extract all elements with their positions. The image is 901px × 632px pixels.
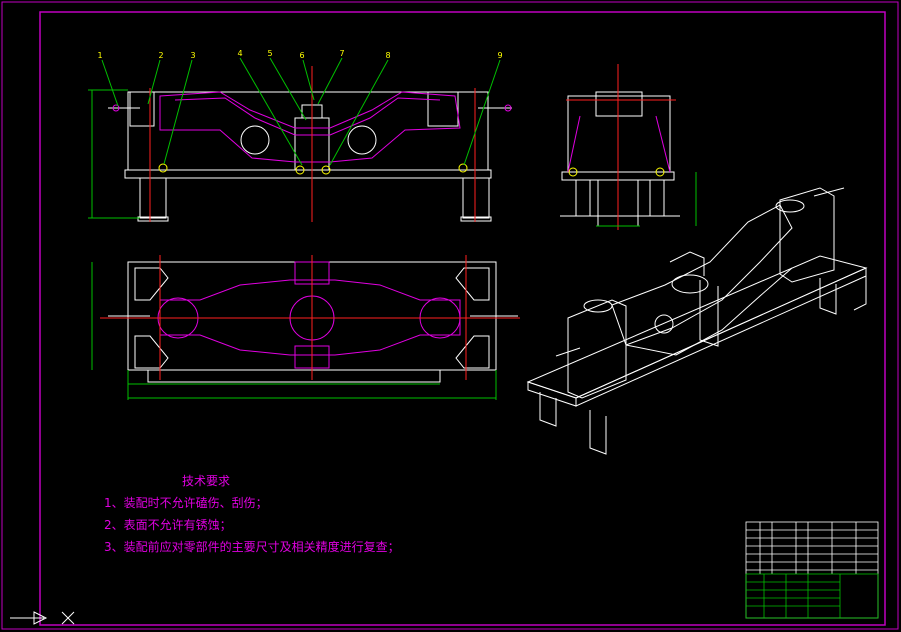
requirement-item-2: 2、表面不允许有锈蚀； bbox=[104, 518, 232, 532]
title-block bbox=[745, 521, 879, 619]
callout-leaders bbox=[101, 57, 501, 166]
top-view bbox=[91, 255, 520, 400]
callout-3: 3 bbox=[190, 51, 195, 60]
ucs-axis-icon bbox=[10, 611, 75, 625]
callout-1: 1 bbox=[97, 51, 102, 60]
drawing-frame bbox=[39, 11, 886, 626]
requirement-item-1: 1、装配时不允许磕伤、刮伤； bbox=[104, 496, 268, 510]
front-view bbox=[88, 66, 512, 222]
callout-8: 8 bbox=[385, 51, 390, 60]
callout-6: 6 bbox=[299, 51, 304, 60]
requirement-item-3: 3、装配前应对零部件的主要尺寸及相关精度进行复查； bbox=[104, 540, 400, 554]
callout-7: 7 bbox=[339, 49, 344, 58]
callout-5: 5 bbox=[267, 49, 272, 58]
callout-9: 9 bbox=[497, 51, 502, 60]
side-view bbox=[560, 64, 697, 230]
callout-2: 2 bbox=[158, 51, 163, 60]
callout-4: 4 bbox=[237, 49, 242, 58]
callout-numbers: 1 2 3 4 5 6 7 8 9 bbox=[97, 49, 502, 60]
technical-requirements-title: 技术要求 bbox=[182, 474, 231, 488]
isometric-view bbox=[526, 187, 868, 455]
technical-requirements: 技术要求 1、装配时不允许磕伤、刮伤； 2、表面不允许有锈蚀； 3、装配前应对零… bbox=[104, 470, 400, 558]
